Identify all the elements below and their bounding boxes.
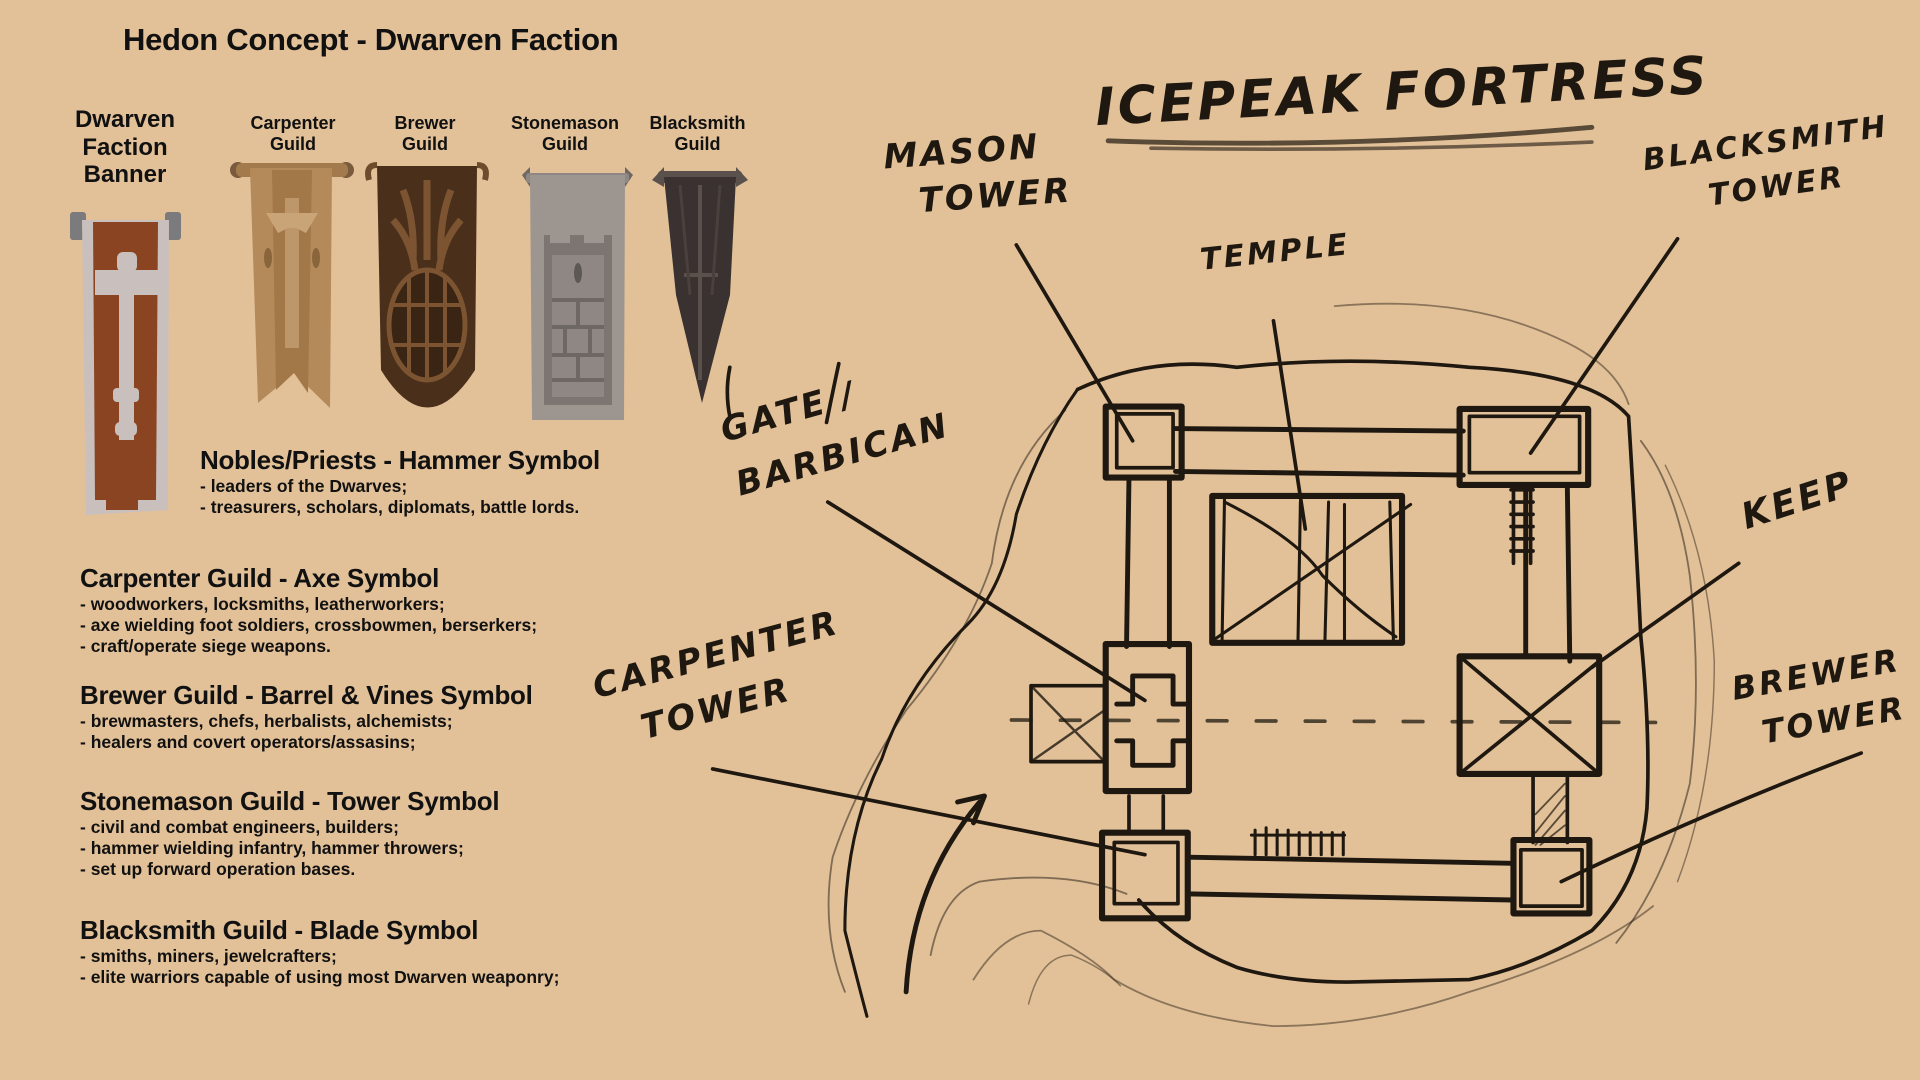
section-line: - woodworkers, locksmiths, leatherworker… bbox=[80, 593, 445, 614]
label-carpenter-tower: CARPENTER TOWER bbox=[587, 597, 859, 763]
section-list: - smiths, miners, jewelcrafters; - elite… bbox=[80, 946, 559, 988]
section-blacksmith-guild: Blacksmith Guild - Blade Symbol - smiths… bbox=[80, 916, 559, 988]
section-brewer-guild: Brewer Guild - Barrel & Vines Symbol - b… bbox=[80, 681, 533, 753]
section-heading: Stonemason Guild - Tower Symbol bbox=[80, 786, 500, 816]
label-line: Blacksmith bbox=[649, 113, 746, 133]
label-line: Brewer bbox=[394, 113, 456, 133]
section-list: - leaders of the Dwarves; - treasurers, … bbox=[200, 476, 600, 518]
label-blacksmith-tower: BLACKSMITH TOWER bbox=[1640, 105, 1898, 227]
faction-banner-label: Dwarven Faction Banner bbox=[55, 106, 195, 189]
label-line: Banner bbox=[83, 161, 167, 189]
map-title: ICEPEAK FORTRESS bbox=[1093, 45, 1711, 139]
label-brewer-tower: BREWER TOWER bbox=[1728, 636, 1913, 760]
section-heading: Blacksmith Guild - Blade Symbol bbox=[80, 915, 479, 945]
axe-icon bbox=[230, 162, 354, 408]
label-line: Guild bbox=[674, 133, 721, 154]
section-line: - hammer wielding infantry, hammer throw… bbox=[80, 837, 464, 858]
brewer-banner bbox=[363, 160, 491, 422]
section-carpenter-guild: Carpenter Guild - Axe Symbol - woodworke… bbox=[80, 564, 537, 657]
label-temple: TEMPLE bbox=[1198, 227, 1352, 278]
section-list: - brewmasters, chefs, herbalists, alchem… bbox=[80, 711, 533, 753]
section-line: - leaders of the Dwarves; bbox=[200, 475, 408, 496]
section-nobles-priests: Nobles/Priests - Hammer Symbol - leaders… bbox=[200, 446, 600, 518]
stonemason-banner bbox=[520, 165, 635, 423]
section-line: - healers and covert operators/assasins; bbox=[80, 731, 416, 752]
label-line: Carpenter bbox=[250, 113, 336, 133]
blade-icon bbox=[652, 167, 748, 403]
barrel-vines-icon bbox=[365, 162, 489, 408]
section-line: - craft/operate siege weapons. bbox=[80, 635, 331, 656]
section-line: - elite warriors capable of using most D… bbox=[80, 966, 560, 987]
label-line: Guild bbox=[402, 133, 448, 154]
label-mason-tower: MASON TOWER bbox=[882, 122, 1074, 227]
section-list: - woodworkers, locksmiths, leatherworker… bbox=[80, 594, 537, 657]
page-title: Hedon Concept - Dwarven Faction bbox=[123, 22, 619, 57]
section-line: - brewmasters, chefs, herbalists, alchem… bbox=[80, 710, 453, 731]
label-line: Faction bbox=[82, 133, 168, 161]
section-line: - treasurers, scholars, diplomats, battl… bbox=[200, 496, 580, 517]
hammer-icon bbox=[70, 212, 181, 515]
blacksmith-banner bbox=[650, 165, 750, 405]
brewer-banner-label: Brewer Guild bbox=[360, 113, 490, 154]
label-line: Stonemason bbox=[510, 113, 620, 133]
tower-icon bbox=[522, 167, 633, 420]
carpenter-banner-label: Carpenter Guild bbox=[228, 113, 358, 154]
label-gate-barbican: GATE / BARBICAN bbox=[714, 344, 957, 512]
carpenter-banner bbox=[228, 158, 356, 413]
label-line: Guild bbox=[542, 133, 588, 154]
section-line: - axe wielding foot soldiers, crossbowme… bbox=[80, 614, 538, 635]
stonemason-banner-label: Stonemason Guild bbox=[495, 113, 635, 154]
section-line: - civil and combat engineers, builders; bbox=[80, 816, 399, 837]
faction-banner bbox=[68, 210, 183, 520]
section-line: - smiths, miners, jewelcrafters; bbox=[80, 945, 337, 966]
section-heading: Carpenter Guild - Axe Symbol bbox=[80, 563, 440, 593]
label-line: Dwarven bbox=[74, 106, 176, 133]
section-line: - set up forward operation bases. bbox=[80, 858, 356, 879]
section-stonemason-guild: Stonemason Guild - Tower Symbol - civil … bbox=[80, 786, 500, 880]
label-line: Guild bbox=[270, 133, 316, 154]
section-list: - civil and combat engineers, builders; … bbox=[80, 817, 499, 880]
label-keep: KEEP bbox=[1736, 463, 1859, 538]
section-heading: Nobles/Priests - Hammer Symbol bbox=[200, 445, 600, 475]
section-heading: Brewer Guild - Barrel & Vines Symbol bbox=[80, 680, 533, 710]
blacksmith-banner-label: Blacksmith Guild bbox=[630, 113, 765, 154]
